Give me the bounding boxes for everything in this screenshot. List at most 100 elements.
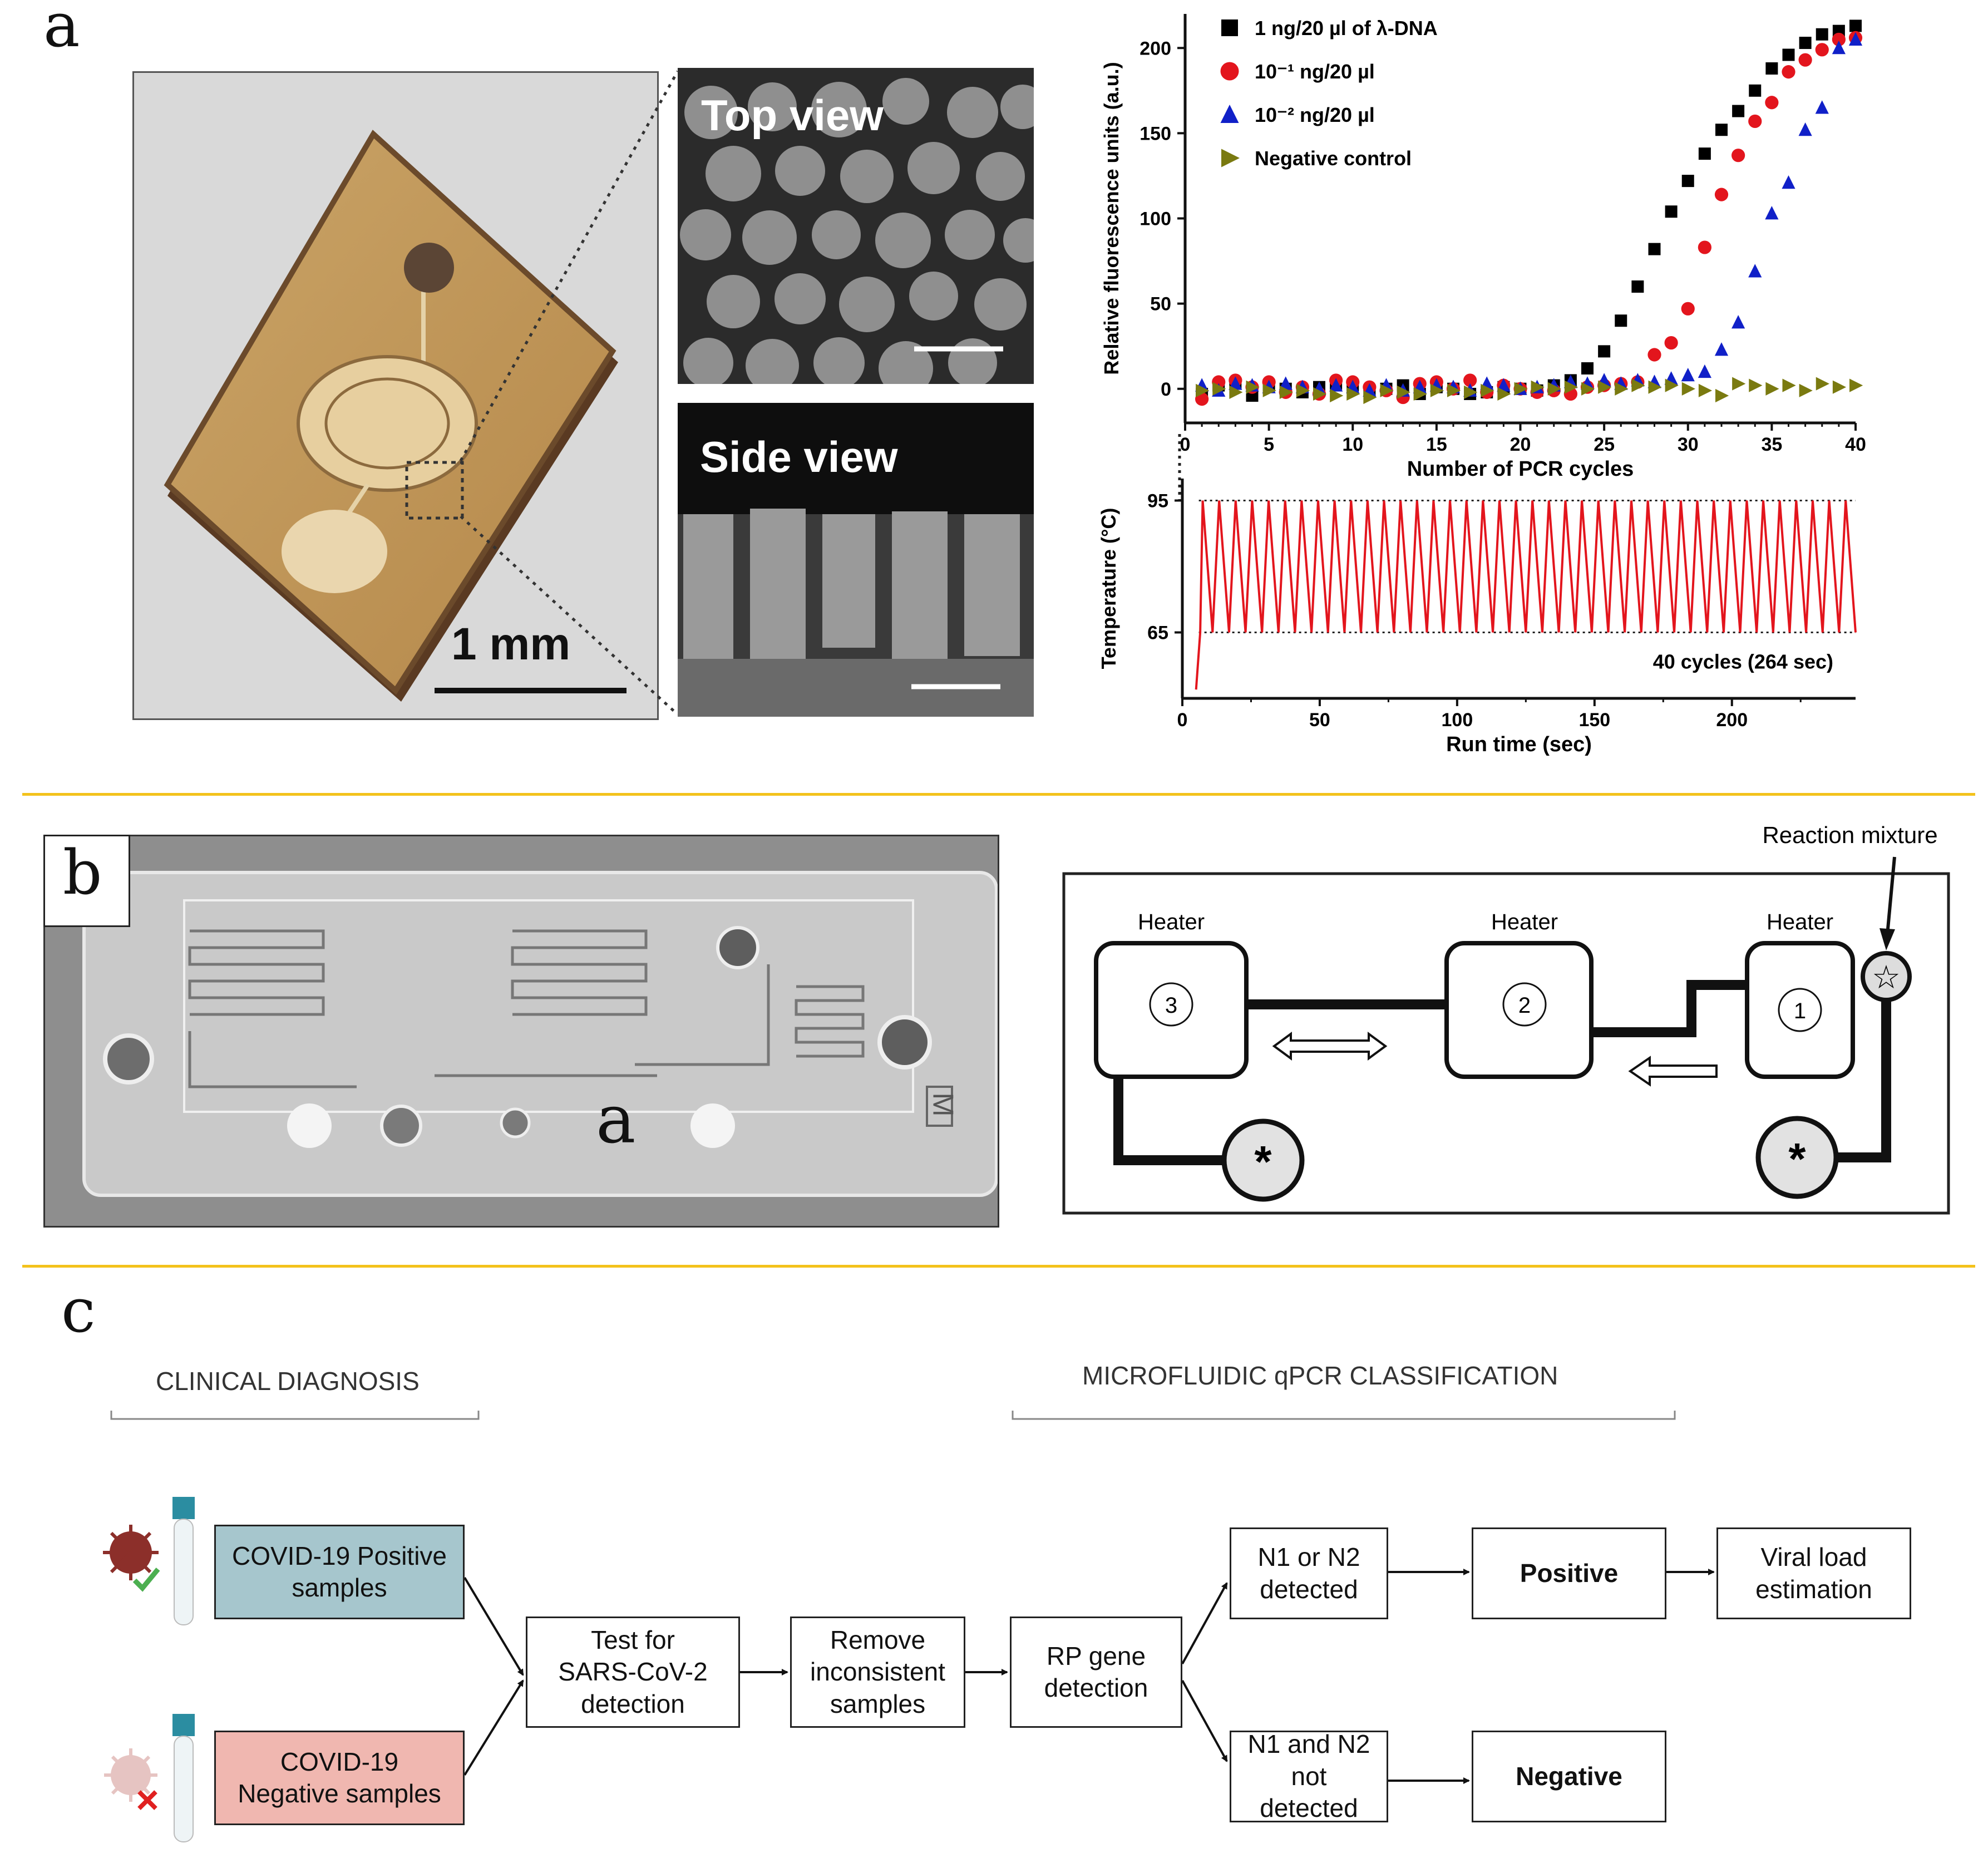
reaction-mixture-label: Reaction mixture <box>1762 824 1937 848</box>
data-point <box>1514 382 1528 396</box>
data-point <box>1665 205 1678 218</box>
data-point <box>1531 380 1545 394</box>
x-tick-label: 35 <box>1761 434 1782 455</box>
y-tick-label: 150 <box>1139 123 1171 144</box>
n1-or-n2-line2: detected <box>1260 1574 1358 1604</box>
y-axis-label: Relative fluorescence units (a.u.) <box>1100 62 1123 374</box>
data-point <box>1832 380 1847 394</box>
data-point <box>1849 378 1863 392</box>
data-point <box>1681 368 1695 382</box>
x-tick-label: 10 <box>1342 434 1363 455</box>
data-point <box>1615 382 1629 396</box>
rp-line2: detection <box>1044 1673 1148 1702</box>
data-point <box>1648 243 1661 255</box>
data-point <box>1749 378 1763 392</box>
data-point <box>1547 382 1561 396</box>
data-point <box>1665 378 1679 392</box>
clinical-diagnosis-header: CLINICAL DIAGNOSIS <box>156 1367 420 1396</box>
sem-top-texture <box>680 78 1034 384</box>
negative-virus-tube-icon <box>104 1714 195 1842</box>
double-arrow-icon <box>1272 1032 1388 1061</box>
chip-illustration <box>164 130 627 702</box>
x-tick-label: 15 <box>1426 434 1447 455</box>
heater-3-number: 3 <box>1165 993 1177 1018</box>
y-tick-label: 0 <box>1161 379 1171 400</box>
data-point <box>1648 380 1662 394</box>
panel-label-a: a <box>43 0 80 61</box>
x-tick-label: 150 <box>1578 709 1610 731</box>
x-tick-label: 0 <box>1180 434 1191 455</box>
test-line3: detection <box>581 1689 685 1718</box>
n1-and-n2-line1: N1 and N2 not <box>1247 1729 1370 1791</box>
flowchart-connectors <box>110 1411 1715 1784</box>
remove-line3: samples <box>830 1689 926 1718</box>
data-point <box>1212 382 1226 396</box>
positive-samples-line2: samples <box>292 1573 387 1602</box>
data-point <box>1246 380 1260 394</box>
data-point <box>1430 383 1444 397</box>
negative-result-label: Negative <box>1516 1761 1622 1791</box>
legend-label: 1 ng/20 µl of λ-DNA <box>1255 17 1438 40</box>
legend-label: 10⁻² ng/20 µl <box>1255 104 1375 126</box>
y-tick-label: 50 <box>1150 294 1171 315</box>
data-point <box>1782 378 1796 392</box>
data-point <box>1397 385 1410 399</box>
x-axis-label: Number of PCR cycles <box>1407 457 1634 481</box>
data-point <box>1816 28 1828 41</box>
data-point <box>1481 383 1494 397</box>
viral-line1: Viral load <box>1760 1542 1867 1571</box>
sem-side-texture <box>678 403 1034 717</box>
data-point <box>1497 378 1511 392</box>
data-point <box>1698 364 1711 378</box>
data-point <box>1346 387 1360 401</box>
negative-samples-line2: Negative samples <box>238 1779 441 1808</box>
data-point <box>1714 188 1729 201</box>
x-tick-label: 200 <box>1716 709 1748 731</box>
data-point <box>1681 175 1694 188</box>
data-point <box>1782 65 1795 79</box>
rp-line1: RP gene <box>1046 1641 1146 1670</box>
data-point <box>1262 383 1276 397</box>
data-point <box>1564 380 1578 394</box>
temperature-line <box>1195 500 1857 690</box>
data-point <box>1815 100 1829 114</box>
x-tick-label: 0 <box>1177 709 1188 731</box>
data-point <box>1631 280 1644 293</box>
asterisk-left: * <box>1254 1137 1272 1186</box>
data-point <box>1229 376 1242 390</box>
n1-and-n2-line2: detected <box>1260 1793 1358 1823</box>
data-point <box>1748 114 1762 129</box>
data-point <box>1832 41 1846 55</box>
legend-marker <box>1220 62 1239 81</box>
y-tick-label: 200 <box>1139 38 1171 59</box>
x-tick-label: 25 <box>1594 434 1615 455</box>
heater-1-label: Heater <box>1767 910 1833 934</box>
data-point <box>1615 314 1627 327</box>
legend-marker <box>1221 19 1238 36</box>
heater-2-number: 2 <box>1518 993 1531 1018</box>
left-arrow-icon <box>1628 1056 1718 1087</box>
data-point <box>1279 376 1293 390</box>
positive-result-box: Positive <box>1472 1527 1666 1619</box>
x-tick-label: 40 <box>1845 434 1866 455</box>
data-point <box>1497 387 1511 401</box>
heater-3-label: Heater <box>1138 910 1205 934</box>
chip-photo-illustration <box>45 836 998 1226</box>
panel-label-c: c <box>61 1275 96 1346</box>
test-line1: Test for <box>591 1625 675 1654</box>
heater-1-number: 1 <box>1794 999 1806 1023</box>
chip-photo: 1 mm <box>132 71 659 720</box>
data-point <box>1581 382 1595 396</box>
data-point <box>1329 378 1343 392</box>
data-point <box>1447 383 1461 397</box>
data-point <box>1782 175 1795 189</box>
y-tick-label: 95 <box>1147 491 1168 512</box>
sem-top-label: Top view <box>701 91 884 140</box>
